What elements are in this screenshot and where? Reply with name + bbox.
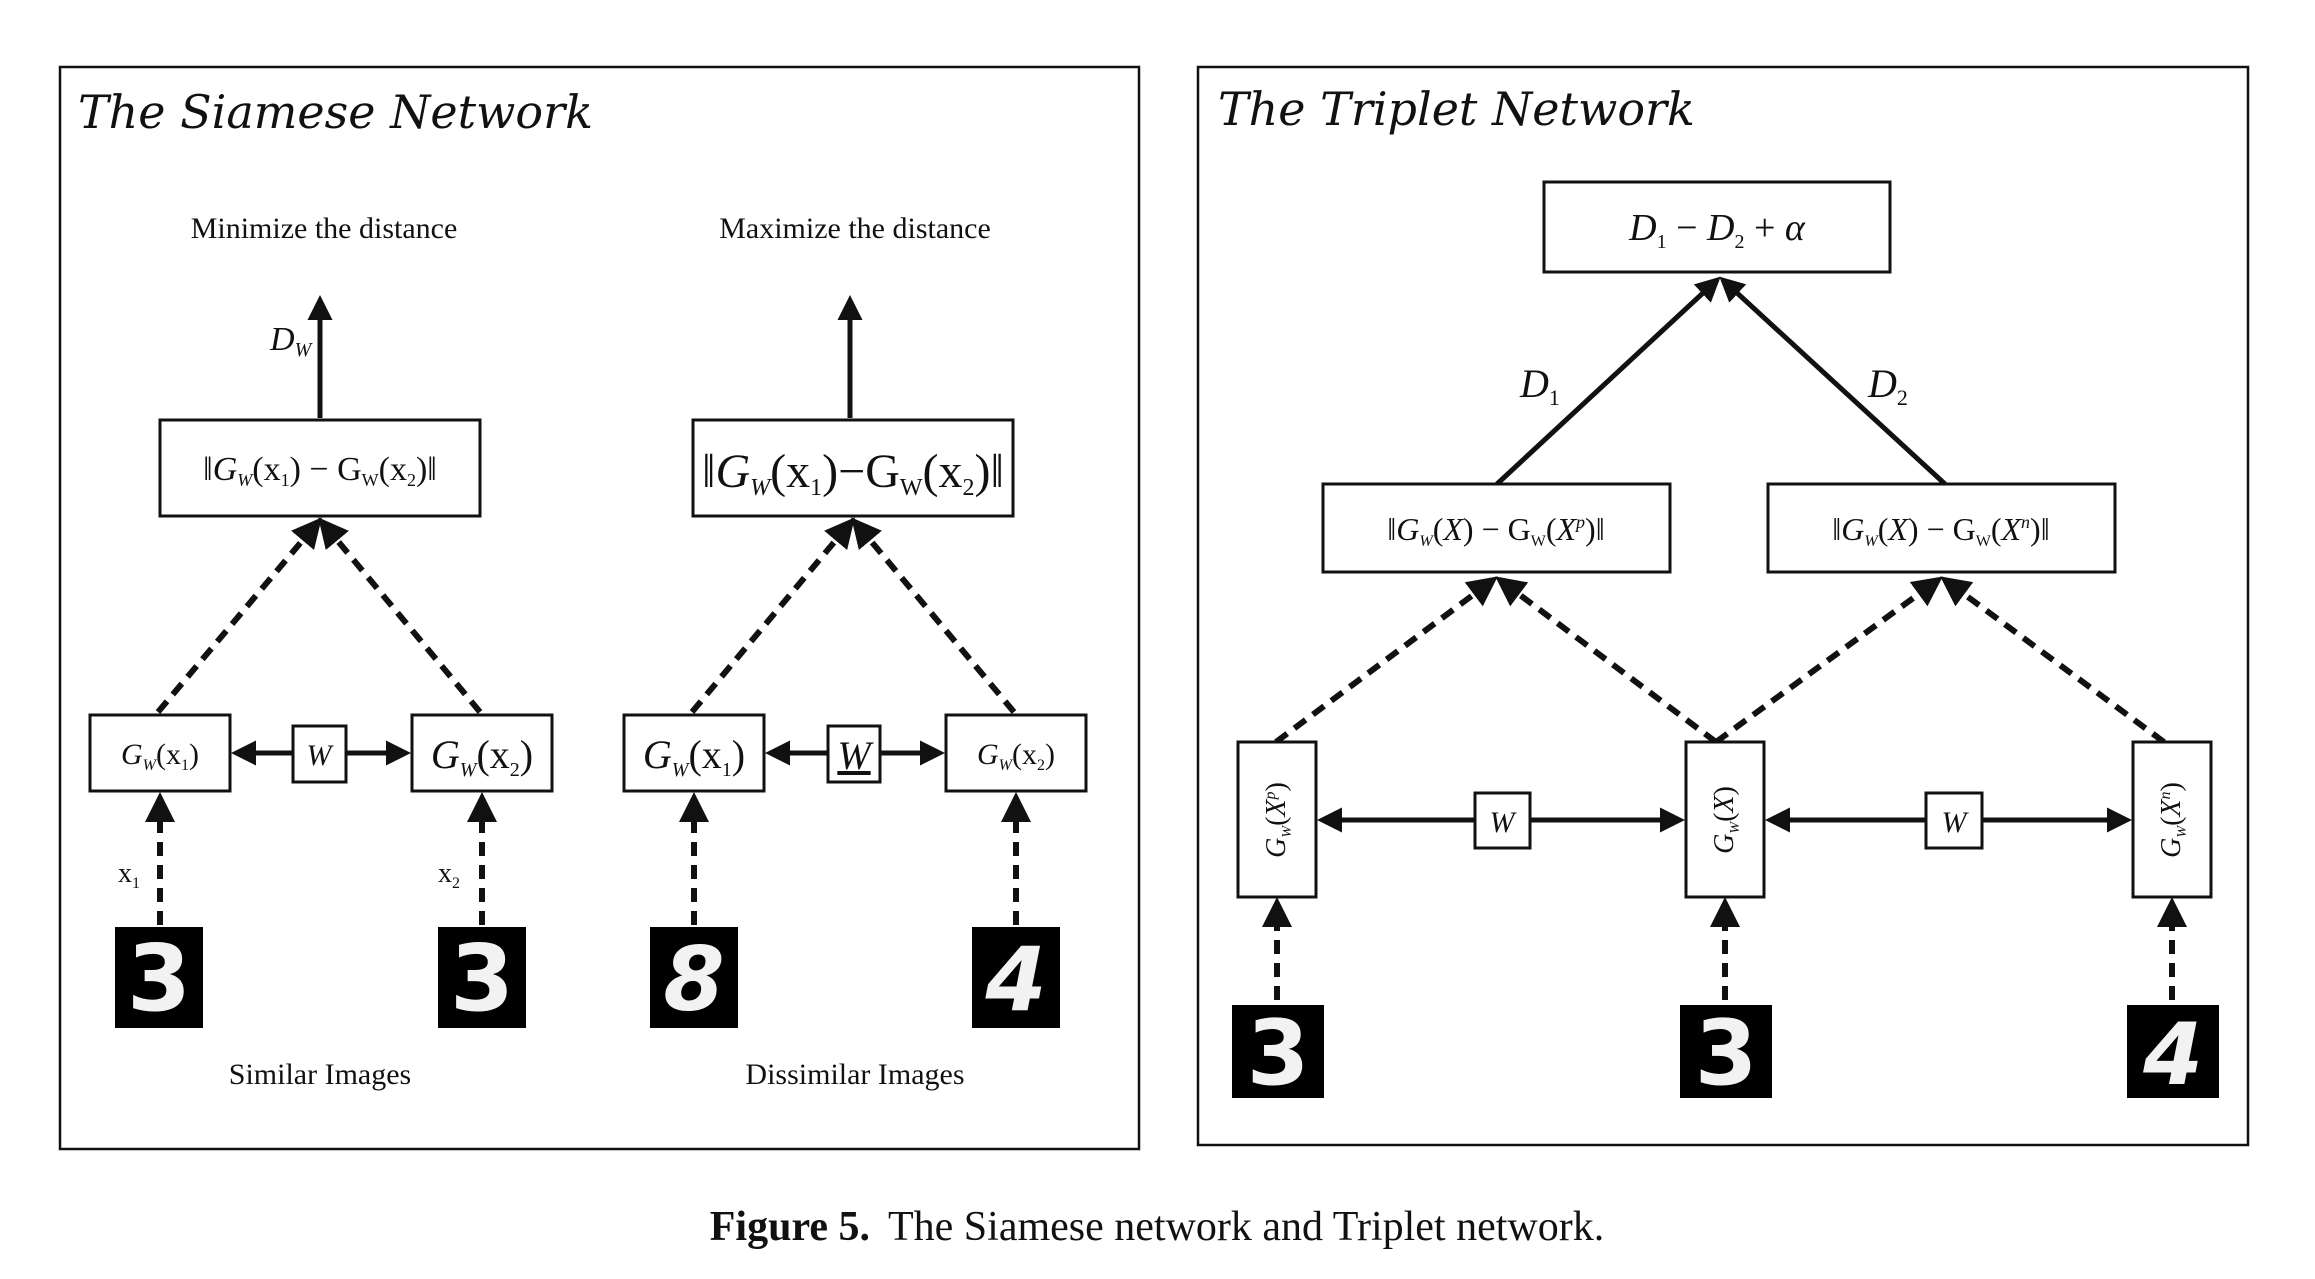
gw-box-x2-left: GW(x2) <box>410 713 554 793</box>
d2-label: D2 <box>1867 361 1908 410</box>
svg-text:W: W <box>837 733 874 778</box>
gw-box-negative: GW(Xn) <box>2131 740 2213 899</box>
digit-image-negative: 4 <box>2127 1005 2219 1105</box>
distance-box-right: ‖GW(x1)−GW(x2)‖ <box>691 418 1015 518</box>
svg-text:GW(Xn): GW(Xn) <box>2156 782 2190 858</box>
w-box-triplet-left: W <box>1473 791 1532 850</box>
digit-image-4: 4 <box>972 927 1060 1031</box>
svg-text:4: 4 <box>984 928 1046 1031</box>
svg-text:GW(x2): GW(x2) <box>977 738 1055 774</box>
d2-line <box>1719 276 1947 486</box>
w-box-left: W <box>291 724 348 784</box>
triplet-title: The Triplet Network <box>1218 82 1695 136</box>
svg-text:3: 3 <box>1695 1001 1758 1106</box>
minimize-label: Minimize the distance <box>191 212 458 245</box>
svg-text:3: 3 <box>1247 1001 1310 1106</box>
svg-text:GW(x1): GW(x1) <box>121 738 199 774</box>
svg-text:GW(x2): GW(x2) <box>431 732 533 781</box>
d1-line <box>1495 276 1721 486</box>
similar-images-label: Similar Images <box>229 1058 411 1091</box>
caption-text: The Siamese network and Triplet network. <box>888 1204 1604 1250</box>
loss-box: D1 − D2 + α <box>1542 180 1892 274</box>
w-box-right: W <box>826 724 882 784</box>
svg-text:3: 3 <box>450 925 514 1032</box>
distance-box-negative: ‖GW(X) − GW(Xn)‖ <box>1766 482 2117 574</box>
gw-box-x2-right: GW(x2) <box>944 713 1088 793</box>
digit-image-3b: 3 <box>438 925 526 1032</box>
svg-text:GW(x1): GW(x1) <box>643 732 745 781</box>
svg-text:4: 4 <box>2142 1005 2203 1105</box>
x2-label: x2 <box>438 858 460 892</box>
svg-text:3: 3 <box>127 925 191 1032</box>
svg-text:‖GW(x1)−GW(x2)‖: ‖GW(x1)−GW(x2)‖ <box>702 445 1004 501</box>
dashed-link <box>851 517 1017 714</box>
figure-caption: Figure 5. The Siamese network and Triple… <box>710 1204 1604 1250</box>
w-box-triplet-right: W <box>1924 791 1984 850</box>
svg-text:GW(Xp): GW(Xp) <box>1261 782 1295 858</box>
svg-text:GW(X): GW(X) <box>1709 786 1743 854</box>
distance-box-left: ‖GW(x1) − GW(x2)‖ <box>158 418 482 518</box>
dashed-link <box>318 517 483 714</box>
dashed-link <box>689 517 855 714</box>
digit-image-3a: 3 <box>115 925 203 1032</box>
distance-box-positive: ‖GW(X) − GW(Xp)‖ <box>1321 482 1672 574</box>
gw-box-positive: GW(Xp) <box>1236 740 1318 899</box>
gw-box-x1-right: GW(x1) <box>622 713 766 793</box>
dw-label: DW <box>269 321 314 361</box>
digit-image-anchor: 3 <box>1680 1001 1772 1106</box>
triplet-panel: The Triplet Network D1 − D2 + α D1 D2 ‖G… <box>1196 65 2250 1147</box>
svg-text:Figure 5. The Siamese ne: Figure 5. The Siamese network and Triple… <box>710 1204 1604 1250</box>
svg-text:D1 − D2 + α: D1 − D2 + α <box>1628 207 1806 253</box>
digit-image-positive: 3 <box>1232 1001 1324 1106</box>
siamese-panel: The Siamese Network Minimize the distanc… <box>58 65 1141 1151</box>
svg-text:‖GW(X) − GW(Xp)‖: ‖GW(X) − GW(Xp)‖ <box>1387 511 1604 550</box>
d1-label: D1 <box>1519 361 1560 410</box>
gw-box-x1-left: GW(x1) <box>88 713 232 793</box>
siamese-title: The Siamese Network <box>78 85 593 139</box>
x1-label: x1 <box>118 858 140 892</box>
dissimilar-images-label: Dissimilar Images <box>745 1058 964 1091</box>
caption-label: Figure 5. <box>710 1204 870 1250</box>
maximize-label: Maximize the distance <box>719 212 991 245</box>
digit-image-8: 8 <box>650 927 738 1031</box>
svg-text:8: 8 <box>663 928 724 1031</box>
svg-text:W: W <box>1490 806 1518 839</box>
svg-text:W: W <box>307 739 335 772</box>
svg-text:W: W <box>1942 806 1970 839</box>
dashed-link <box>155 517 322 714</box>
gw-box-anchor: GW(X) <box>1684 740 1766 899</box>
